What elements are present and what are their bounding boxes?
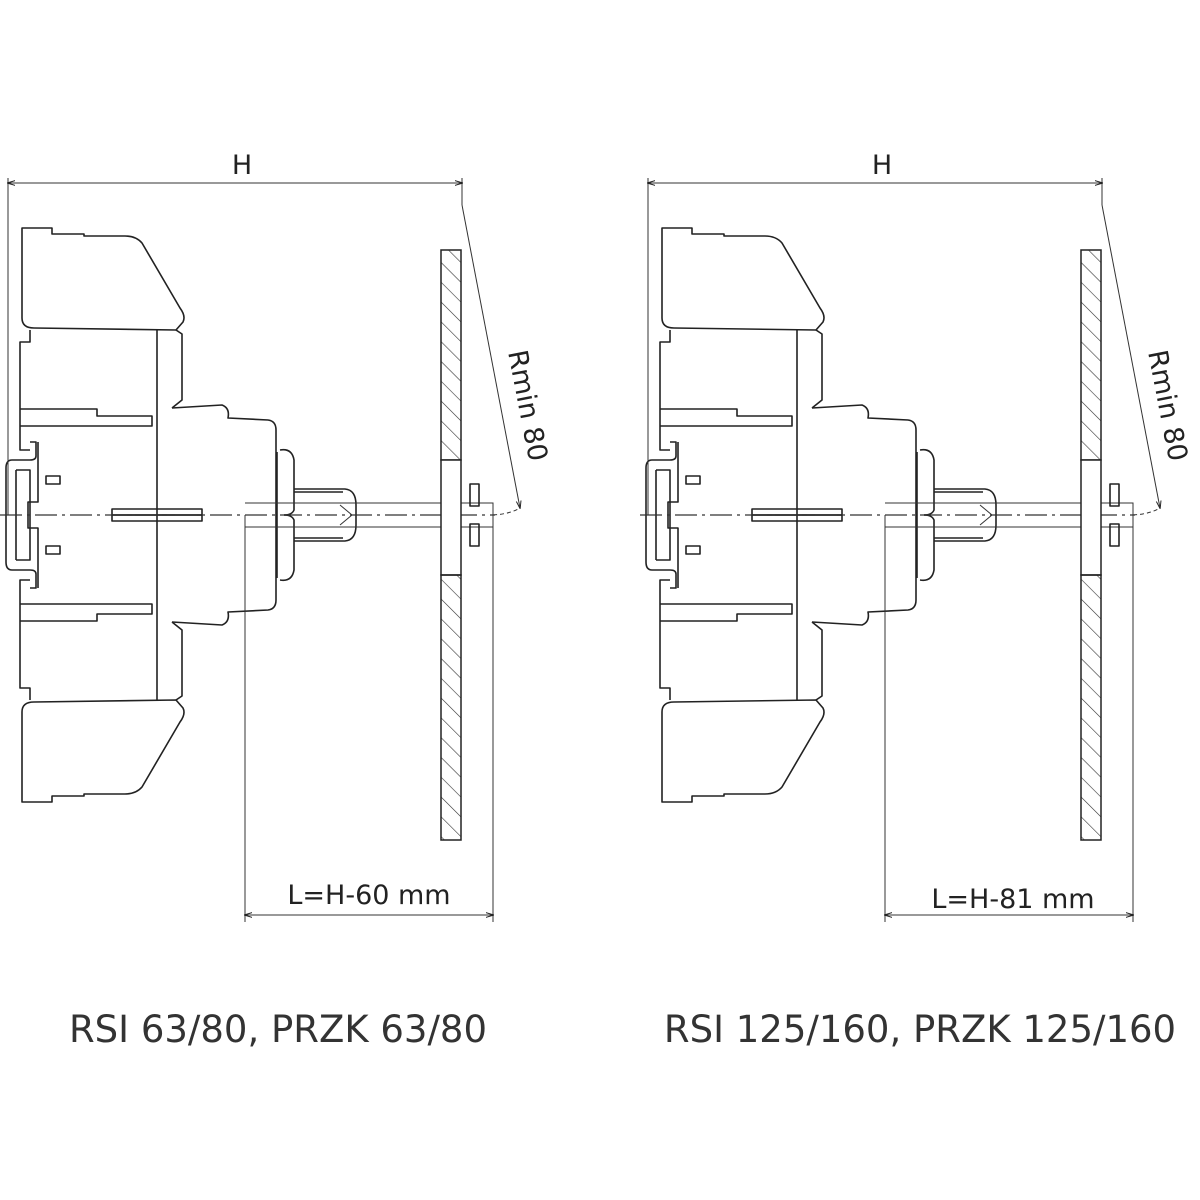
height-label: H [232, 150, 252, 181]
caption: RSI 125/160, PRZK 125/160 [664, 1008, 1176, 1051]
length-label: L=H-81 mm [931, 884, 1094, 915]
radius-label: Rmin 80 [501, 347, 553, 463]
radius-label: Rmin 80 [1141, 347, 1193, 463]
length-label: L=H-60 mm [287, 880, 450, 911]
caption: RSI 63/80, PRZK 63/80 [69, 1008, 487, 1051]
drawing-rsi-125-160: H Rmin 80 L=H-81 mm RSI 125/160, PRZK 12… [640, 150, 1193, 1051]
drawing-rsi-63-80: H Rmin 80 L=H-60 mm RSI 63/80, PRZK 63/8… [0, 150, 553, 1051]
height-label: H [872, 150, 892, 181]
